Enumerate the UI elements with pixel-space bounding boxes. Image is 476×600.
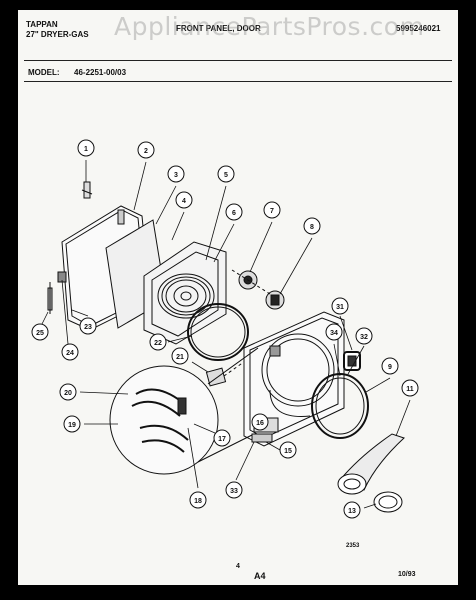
revision-date: 10/93	[398, 571, 416, 578]
part-13-felt-seal	[373, 491, 403, 513]
drawing-code: 2353	[346, 543, 360, 549]
part-8-strike	[265, 290, 285, 310]
callout-33: 33	[230, 488, 238, 495]
callout-3: 3	[174, 172, 178, 179]
product-label: 27" DRYER-GAS	[26, 30, 89, 39]
document-number: 5995246021	[396, 24, 441, 33]
callout-21: 21	[176, 354, 184, 361]
callout-25: 25	[36, 330, 44, 337]
part-22-door-seal	[187, 303, 249, 361]
exploded-parts-diagram: 1 2 3 4 5 6 7 8 9 11 13 15 16 17 18 19 2…	[31, 139, 419, 519]
callout-31: 31	[336, 304, 344, 311]
callout-13: 13	[348, 508, 356, 515]
callout-17: 17	[218, 436, 226, 443]
callout-20: 20	[64, 390, 72, 397]
header-rule	[24, 60, 452, 61]
callout-4: 4	[182, 198, 186, 205]
model-rule	[24, 81, 452, 82]
part-31-lamp-socket	[343, 351, 361, 371]
callout-labels: 1 2 3 4 5 6 7 8 9 11 13 15 16 17 18 19 2…	[36, 146, 414, 515]
callout-11: 11	[406, 386, 414, 393]
callout-5: 5	[224, 172, 228, 179]
brand-label: TAPPAN	[26, 20, 58, 29]
callout-19: 19	[68, 422, 76, 429]
model-label: MODEL:	[28, 68, 60, 77]
callout-7: 7	[270, 208, 274, 215]
callout-16: 16	[256, 420, 264, 427]
callout-15: 15	[284, 448, 292, 455]
callout-6: 6	[232, 210, 236, 217]
callout-32: 32	[360, 334, 368, 341]
callout-1: 1	[84, 146, 88, 153]
diagram-sheet: TAPPAN 27" DRYER-GAS FRONT PANEL, DOOR 5…	[18, 10, 458, 585]
detail-circle	[109, 347, 259, 475]
model-number: 46-2251-00/03	[74, 68, 127, 77]
callout-9: 9	[388, 364, 392, 371]
callout-2: 2	[144, 148, 148, 155]
part-1-hinge-pin	[81, 181, 93, 199]
callout-8: 8	[310, 224, 314, 231]
section-title: FRONT PANEL, DOOR	[176, 24, 261, 33]
page-number: 4	[236, 563, 240, 570]
callout-24: 24	[66, 350, 74, 357]
callout-23: 23	[84, 324, 92, 331]
watermark-text: AppliancePartsPros.com	[114, 12, 425, 41]
callout-18: 18	[194, 498, 202, 505]
callout-circles	[31, 139, 419, 519]
callout-22: 22	[154, 340, 162, 347]
part-5-door-liner	[143, 241, 227, 345]
sheet-code: A4	[254, 571, 266, 581]
callout-34: 34	[330, 330, 338, 337]
part-11-lint-duct	[337, 433, 405, 495]
part-15-bottom-bracket	[251, 433, 273, 443]
